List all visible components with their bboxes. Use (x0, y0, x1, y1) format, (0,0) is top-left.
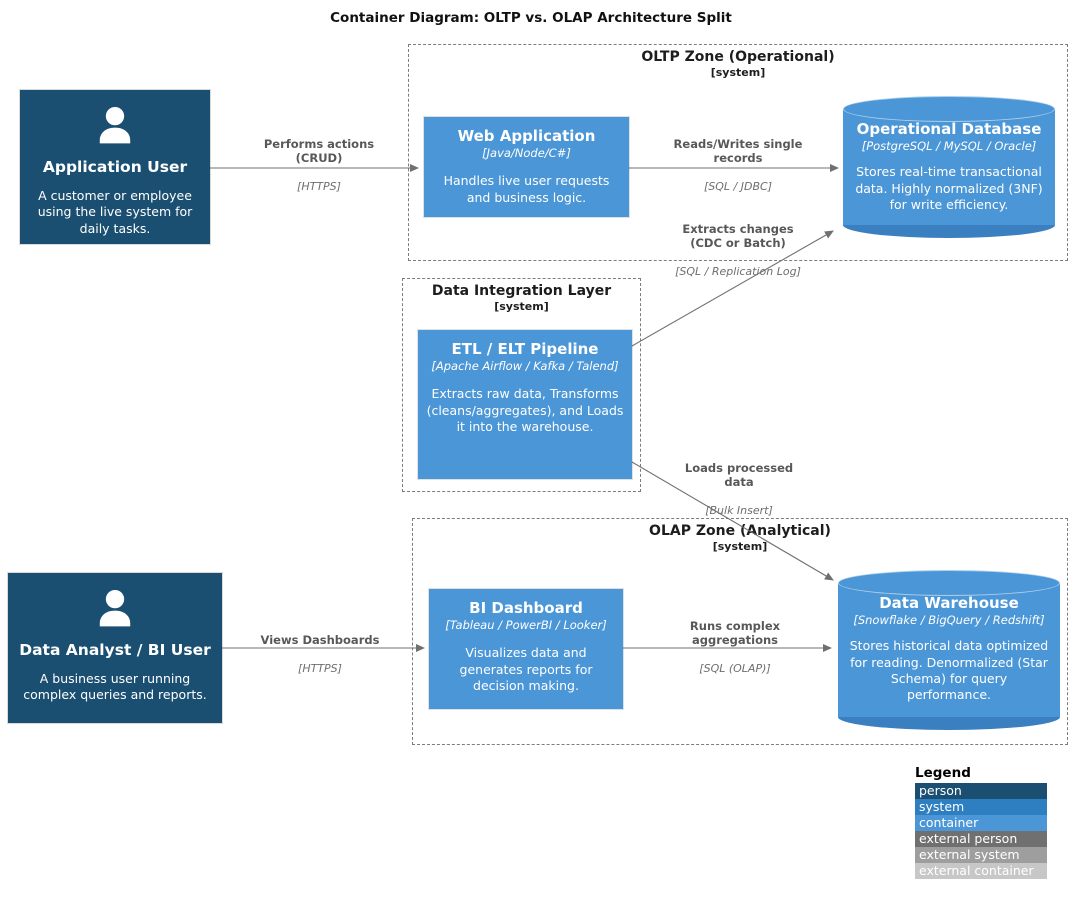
node-title: Data Analyst / BI User (19, 641, 211, 659)
edge-tech-text: [SQL (OLAP)] (699, 662, 771, 676)
boundary-integration-header: Data Integration Layer [system] (403, 279, 640, 313)
node-etl-pipeline: ETL / ELT Pipeline [Apache Airflow / Kaf… (418, 330, 632, 479)
edge-tech-text: [Bulk Insert] (705, 504, 773, 518)
node-web-application: Web Application [Java/Node/C#] Handles l… (424, 117, 629, 217)
legend-item-person: person (915, 783, 1047, 799)
edge-label-text: Runs complex aggregations (689, 619, 781, 648)
legend-item-label: external container (919, 863, 1034, 878)
legend-item-container: container (915, 815, 1047, 831)
edge-label-loads-data: Loads processed data [Bulk Insert] (655, 447, 823, 517)
legend-item-label: external person (919, 831, 1018, 846)
cylinder-top (838, 570, 1060, 596)
boundary-data-integration: Data Integration Layer [system] (402, 278, 641, 492)
node-description: A business user running complex queries … (23, 671, 207, 703)
edge-label-text: Views Dashboards (260, 633, 380, 648)
boundary-oltp-type: [system] (710, 66, 766, 79)
cylinder-top (843, 96, 1055, 122)
node-data-warehouse: Data Warehouse [Snowflake / BigQuery / R… (838, 570, 1060, 730)
edge-label-performs-actions: Performs actions (CRUD) [HTTPS] (235, 123, 403, 193)
legend-item-external-person: external person (915, 831, 1047, 847)
cylinder-content: Operational Database [PostgreSQL / MySQL… (843, 96, 1055, 213)
boundary-olap-header: OLAP Zone (Analytical) [system] (413, 519, 1067, 553)
node-title: Data Warehouse (879, 594, 1019, 612)
legend-item-label: system (919, 799, 965, 814)
legend-item-external-container: external container (915, 863, 1047, 879)
edge-label-text: Reads/Writes single records (673, 137, 803, 166)
node-data-analyst: Data Analyst / BI User A business user r… (8, 573, 222, 723)
node-title: Operational Database (856, 120, 1042, 138)
legend-item-label: person (919, 783, 962, 798)
node-description: Extracts raw data, Transforms (cleans/ag… (426, 386, 624, 434)
node-bi-dashboard: BI Dashboard [Tableau / PowerBI / Looker… (429, 589, 623, 709)
legend-title: Legend (915, 765, 971, 781)
edge-tech-text: [HTTPS] (297, 180, 341, 194)
legend-item-label: external system (919, 847, 1020, 862)
boundary-integration-title: Data Integration Layer (431, 283, 612, 299)
edge-label-extracts-changes: Extracts changes (CDC or Batch) [SQL / R… (648, 208, 828, 278)
cylinder-body (843, 109, 1055, 225)
node-technology: [Java/Node/C#] (482, 146, 571, 160)
edge-tech-text: [HTTPS] (298, 662, 342, 676)
diagram-title: Container Diagram: OLTP vs. OLAP Archite… (330, 10, 732, 26)
node-title: BI Dashboard (469, 599, 583, 617)
boundary-olap-type: [system] (712, 540, 768, 553)
node-technology: [Apache Airflow / Kafka / Talend] (431, 359, 619, 373)
cylinder-body (838, 583, 1060, 717)
node-description: A customer or employee using the live sy… (37, 188, 193, 236)
node-technology: [Tableau / PowerBI / Looker] (445, 618, 607, 632)
legend: Legend person system container external … (915, 765, 1047, 879)
node-title: Application User (42, 158, 188, 176)
node-title: ETL / ELT Pipeline (451, 340, 599, 358)
legend-item-label: container (919, 815, 979, 830)
person-icon (99, 589, 131, 627)
node-operational-database: Operational Database [PostgreSQL / MySQL… (843, 96, 1055, 238)
edge-tech-text: [SQL / JDBC] (704, 180, 772, 194)
legend-item-external-system: external system (915, 847, 1047, 863)
edge-label-runs-aggregations: Runs complex aggregations [SQL (OLAP)] (650, 605, 820, 675)
node-description: Stores historical data optimized for rea… (849, 638, 1049, 703)
edge-label-text: Loads processed data (684, 461, 794, 490)
edge-tech-text: [SQL / Replication Log] (675, 265, 801, 279)
boundary-integration-type: [system] (494, 300, 549, 313)
boundary-oltp-title: OLTP Zone (Operational) (641, 49, 835, 65)
node-title: Web Application (457, 127, 596, 145)
edge-label-views-dashboards: Views Dashboards [HTTPS] (240, 619, 400, 675)
legend-item-system: system (915, 799, 1047, 815)
node-description: Visualizes data and generates reports fo… (459, 645, 593, 693)
node-application-user: Application User A customer or employee … (20, 90, 210, 244)
node-description: Stores real-time transactional data. Hig… (855, 164, 1043, 212)
node-technology: [Snowflake / BigQuery / Redshift] (853, 613, 1045, 627)
boundary-olap-title: OLAP Zone (Analytical) (649, 523, 831, 539)
node-technology: [PostgreSQL / MySQL / Oracle] (861, 139, 1037, 153)
cylinder-content: Data Warehouse [Snowflake / BigQuery / R… (838, 570, 1060, 703)
boundary-oltp-header: OLTP Zone (Operational) [system] (409, 45, 1067, 79)
edge-label-reads-writes: Reads/Writes single records [SQL / JDBC] (650, 123, 826, 193)
edge-label-text: Performs actions (CRUD) (263, 137, 375, 166)
node-description: Handles live user requests and business … (443, 173, 610, 205)
edge-label-text: Extracts changes (CDC or Batch) (682, 222, 794, 251)
person-icon (99, 106, 131, 144)
